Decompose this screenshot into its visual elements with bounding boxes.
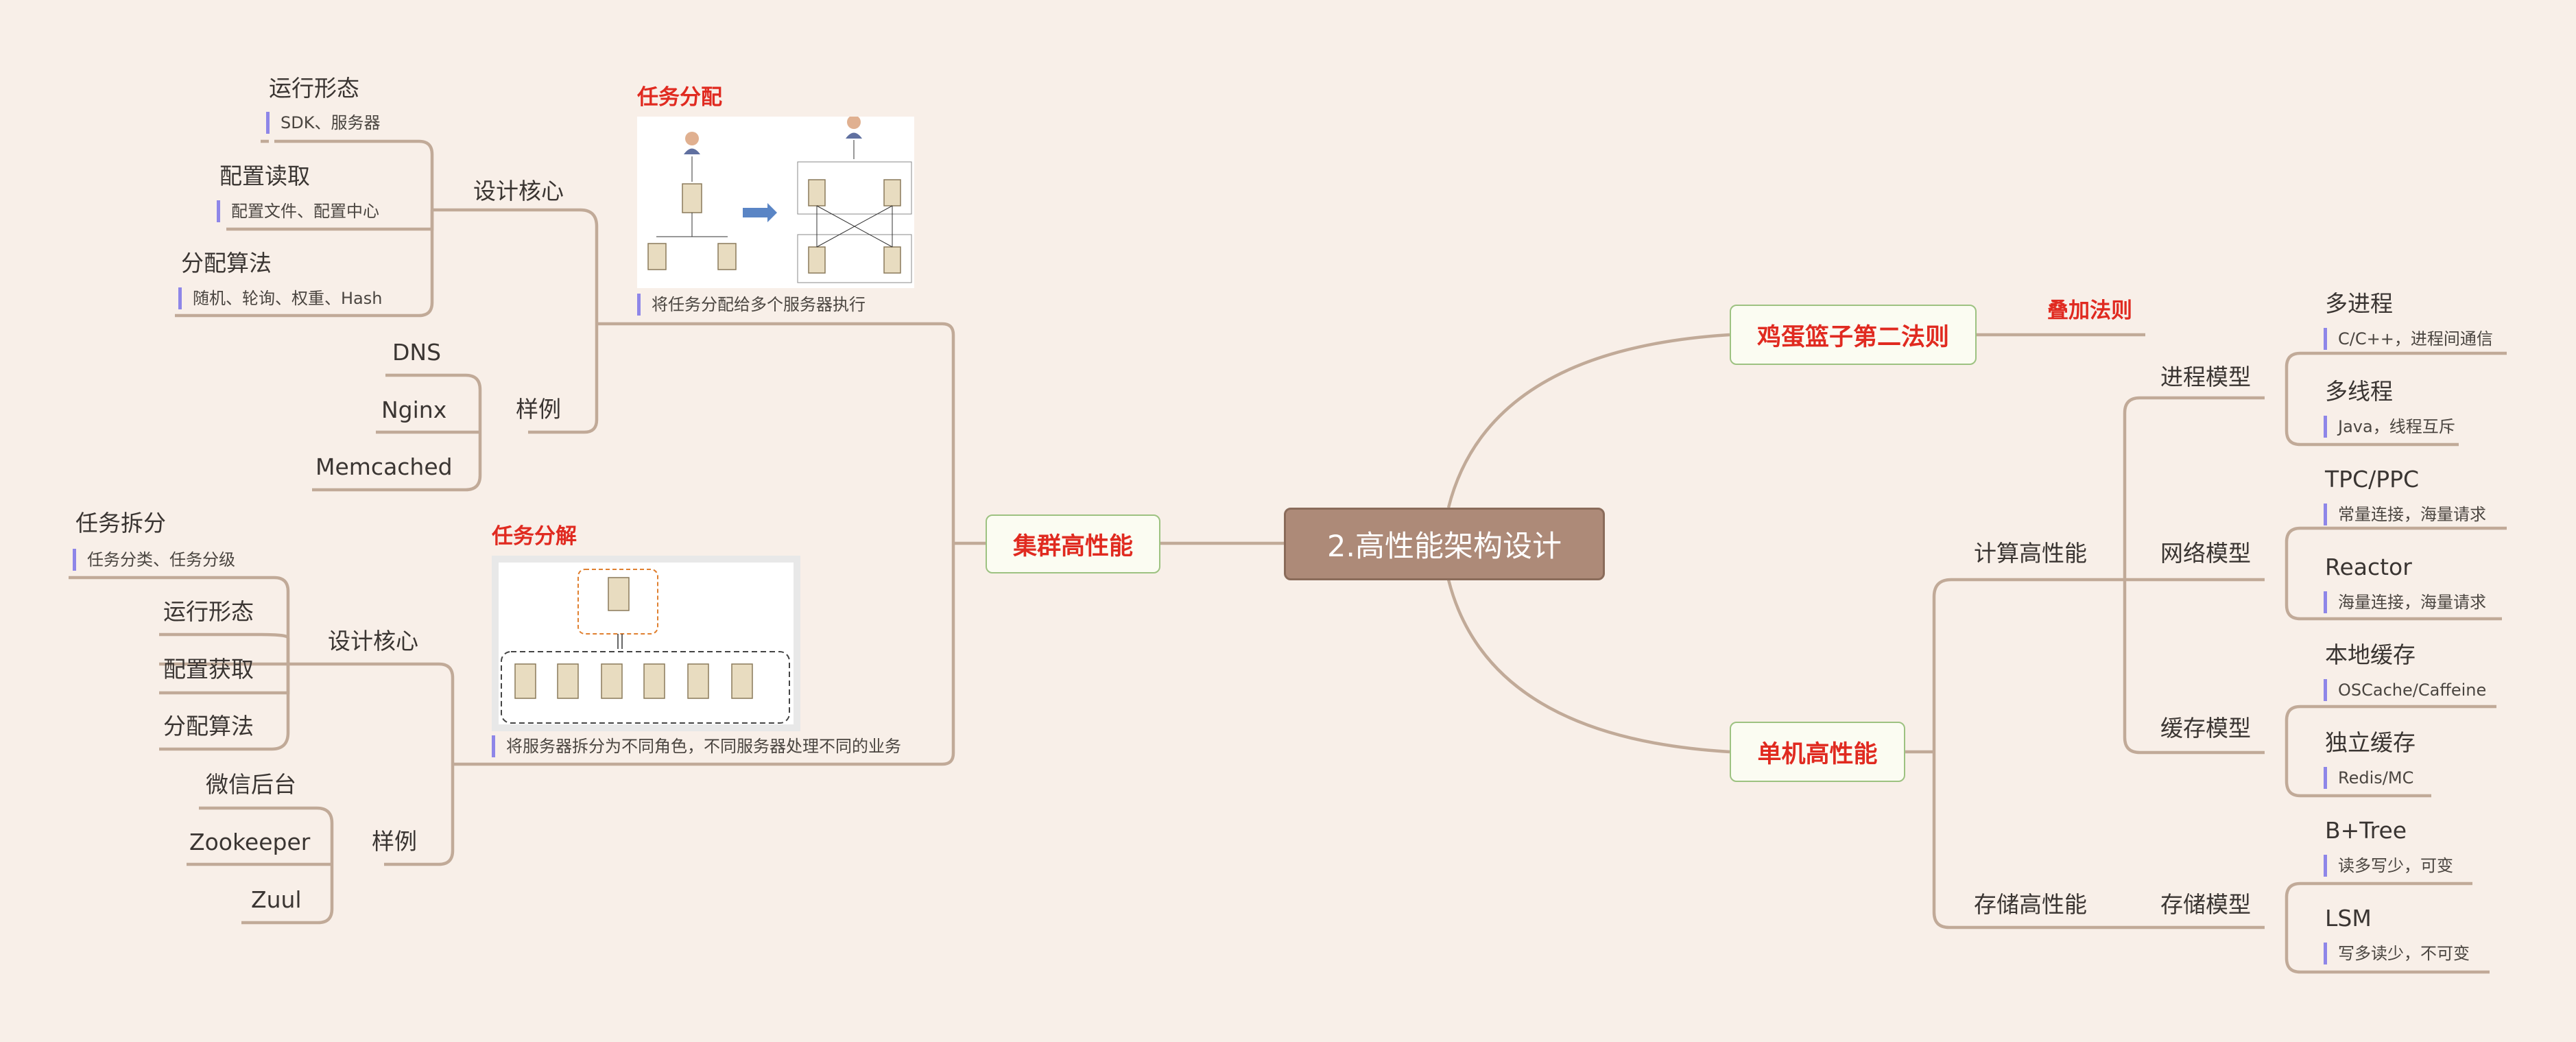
connector-design-runtime [274, 139, 434, 210]
process-model[interactable]: 进程模型 [2160, 364, 2251, 390]
example-dns[interactable]: DNS [392, 339, 442, 366]
server-icon [717, 243, 737, 270]
connector-ex-zuul [241, 864, 334, 925]
tpc-ppc-note[interactable]: 常量连接，海量请求 [2324, 504, 2486, 525]
task-decompose-image [492, 556, 800, 731]
single-machine-node[interactable]: 单机高性能 [1730, 722, 1905, 782]
server-icon [557, 663, 579, 699]
example-nginx[interactable]: Nginx [381, 396, 447, 423]
task-decompose-caption[interactable]: 将服务器拆分为不同角色，不同服务器处理不同的业务 [492, 735, 901, 757]
egg-basket-rule-node[interactable]: 鸡蛋篮子第二法则 [1730, 305, 1977, 365]
server-icon [883, 179, 901, 206]
connector-single-compute [1932, 578, 2125, 752]
multi-thread-note[interactable]: Java，线程互斥 [2324, 416, 2455, 438]
lsm-note[interactable]: 写多读少，不可变 [2324, 943, 2470, 964]
task-decompose-diagram [499, 563, 794, 724]
connector-compute-process [2123, 396, 2265, 580]
multi-thread[interactable]: 多线程 [2325, 378, 2393, 405]
example-zuul[interactable]: Zuul [251, 886, 302, 913]
connector-root-single [1446, 579, 1730, 754]
storage-model[interactable]: 存储模型 [2160, 891, 2251, 918]
arrow-icon [743, 203, 777, 222]
connector-decomp-design [288, 662, 455, 764]
compute-performance[interactable]: 计算高性能 [1974, 540, 2087, 567]
task-assign-caption[interactable]: 将任务分配给多个服务器执行 [637, 294, 866, 316]
decompose-algo[interactable]: 分配算法 [163, 713, 254, 739]
server-icon [647, 243, 667, 270]
connector-ex-wechat [199, 806, 334, 864]
btree-note[interactable]: 读多写少，可变 [2324, 855, 2453, 877]
assign-design-core[interactable]: 设计核心 [473, 178, 564, 204]
connector-decomp-examples [384, 764, 455, 866]
local-cache-note[interactable]: OSCache/Caffeine [2324, 679, 2486, 701]
server-icon [682, 183, 702, 213]
user-icon [847, 115, 861, 129]
task-decompose-title[interactable]: 任务分解 [492, 524, 577, 549]
storage-performance[interactable]: 存储高性能 [1974, 891, 2087, 918]
connector-assign-design [432, 208, 599, 324]
server-icon [601, 663, 623, 699]
connector-root-egg [1446, 333, 1730, 508]
assign-algo-note[interactable]: 随机、轮询、权重、Hash [178, 287, 382, 309]
local-cache[interactable]: 本地缓存 [2325, 641, 2416, 668]
server-icon [514, 663, 536, 699]
server-icon [687, 663, 709, 699]
assign-algo[interactable]: 分配算法 [181, 250, 272, 276]
server-icon [808, 246, 826, 274]
server-icon [731, 663, 753, 699]
user-icon-body [684, 148, 700, 154]
task-assign-title[interactable]: 任务分配 [637, 85, 722, 110]
assign-examples[interactable]: 样例 [516, 396, 561, 423]
tpc-ppc[interactable]: TPC/PPC [2325, 466, 2420, 493]
decompose-runtime[interactable]: 运行形态 [163, 598, 254, 625]
server-icon [808, 179, 826, 206]
cluster-performance-node[interactable]: 集群高性能 [986, 514, 1160, 573]
user-icon-body [846, 132, 862, 139]
standalone-cache-note[interactable]: Redis/MC [2324, 767, 2413, 789]
assign-config-read-note[interactable]: 配置文件、配置中心 [217, 200, 379, 222]
assign-runtime-note[interactable]: SDK、服务器 [266, 112, 380, 134]
connector-design-algo [175, 210, 434, 318]
reactor-note[interactable]: 海量连接，海量请求 [2324, 591, 2486, 613]
assign-config-read[interactable]: 配置读取 [219, 163, 310, 189]
network-model[interactable]: 网络模型 [2160, 540, 2251, 567]
connector-ex-dns [385, 373, 482, 432]
server-icon [608, 577, 630, 611]
connector-cluster-decompose [453, 543, 955, 766]
lsm[interactable]: LSM [2325, 905, 2372, 932]
cache-model[interactable]: 缓存模型 [2160, 715, 2251, 742]
reactor[interactable]: Reactor [2325, 554, 2412, 580]
decompose-config-get[interactable]: 配置获取 [163, 656, 254, 683]
example-wechat[interactable]: 微信后台 [206, 771, 296, 798]
multi-process-note[interactable]: C/C++，进程间通信 [2324, 328, 2493, 350]
connector-cluster-assign [597, 322, 986, 545]
server-icon [883, 246, 901, 274]
task-assign-image [637, 115, 914, 288]
overlay-rule-label[interactable]: 叠加法则 [2047, 298, 2132, 323]
multi-process[interactable]: 多进程 [2325, 290, 2393, 317]
decompose-split[interactable]: 任务拆分 [75, 510, 166, 536]
decompose-split-note[interactable]: 任务分类、任务分级 [73, 549, 235, 571]
example-zookeeper[interactable]: Zookeeper [189, 829, 311, 855]
root-node[interactable]: 2.高性能架构设计 [1284, 508, 1605, 580]
connector-design-split [69, 576, 290, 664]
assign-runtime[interactable]: 运行形态 [269, 75, 359, 102]
connector-compute-cache [2123, 580, 2265, 755]
task-assign-diagram [647, 115, 912, 283]
standalone-cache[interactable]: 独立缓存 [2325, 729, 2416, 756]
connector-ex-memcached [312, 432, 482, 492]
connector-single-storage [1932, 752, 2125, 929]
decompose-examples[interactable]: 样例 [372, 828, 417, 855]
decompose-design-core[interactable]: 设计核心 [328, 628, 418, 654]
user-icon [685, 132, 699, 145]
connector-assign-examples [528, 324, 599, 434]
example-memcached[interactable]: Memcached [315, 453, 453, 480]
server-icon [643, 663, 665, 699]
btree[interactable]: B+Tree [2325, 817, 2407, 844]
